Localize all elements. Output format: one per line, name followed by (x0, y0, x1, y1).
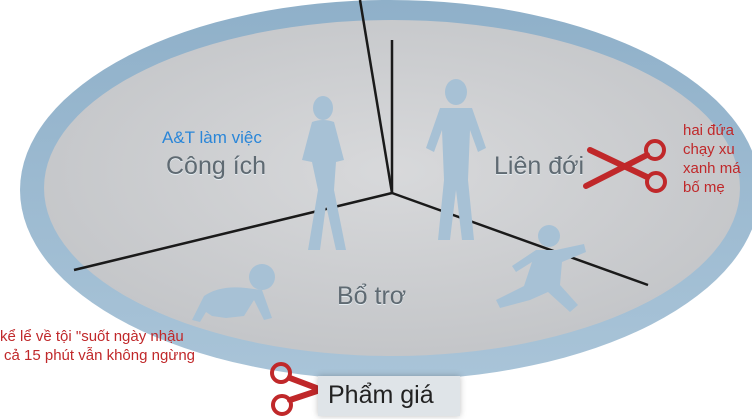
pham-gia-label-box: Phẩm giá (318, 376, 460, 416)
note-cong-ich: A&T làm việc (162, 128, 262, 148)
note-lien-doi-line-3: xanh má (683, 160, 741, 177)
note-lien-doi-line-1: hai đứa (683, 122, 734, 139)
note-pham-gia-line-1: kể lể về tội "suốt ngày nhậu (0, 328, 184, 345)
note-lien-doi-line-2: chạy xu (683, 141, 735, 158)
zone-label-pham-gia: Phẩm giá (328, 381, 434, 410)
zone-label-bo-tro: Bổ trơ (337, 282, 406, 311)
zone-label-lien-doi: Liên đới (494, 152, 584, 181)
note-lien-doi-line-4: bố mẹ (683, 179, 725, 196)
note-pham-gia-line-2: cả 15 phút vẫn không ngừng (4, 347, 195, 364)
zone-label-cong-ich: Công ích (166, 152, 266, 181)
